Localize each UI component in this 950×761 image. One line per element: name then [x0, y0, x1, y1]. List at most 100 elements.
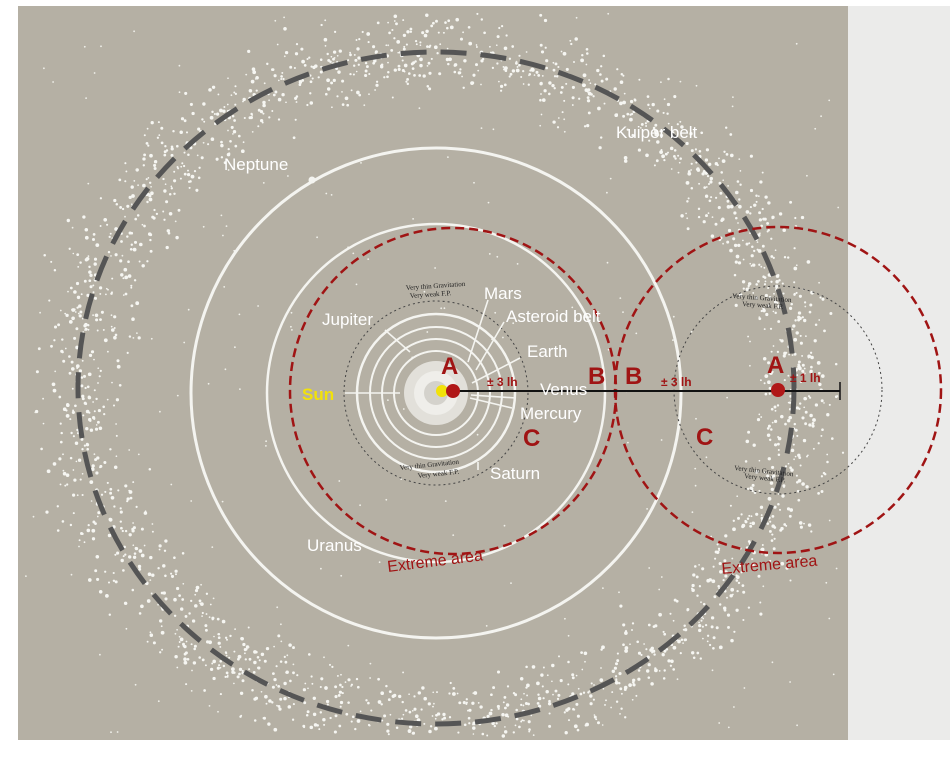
background-speck — [338, 480, 341, 482]
kuiper-dot — [597, 721, 600, 725]
kuiper-dot — [113, 315, 117, 319]
kuiper-dot — [292, 703, 295, 706]
kuiper-dot — [211, 85, 216, 89]
kuiper-dot — [319, 70, 323, 74]
kuiper-dot — [610, 706, 612, 709]
kuiper-dot — [149, 633, 154, 637]
kuiper-dot — [120, 240, 123, 243]
kuiper-dot — [556, 126, 560, 129]
kuiper-dot — [112, 404, 116, 407]
kuiper-dot — [257, 666, 261, 670]
kuiper-dot — [251, 67, 256, 71]
kuiper-dot — [446, 26, 449, 30]
kuiper-dot — [284, 660, 288, 664]
background-speck — [286, 654, 289, 657]
kuiper-dot — [278, 79, 280, 82]
kuiper-dot — [355, 70, 358, 73]
kuiper-dot — [95, 555, 100, 559]
kuiper-dot — [705, 214, 708, 218]
kuiper-dot — [505, 703, 510, 707]
background-speck — [762, 585, 765, 588]
kuiper-dot — [99, 197, 103, 200]
kuiper-dot — [759, 612, 763, 616]
kuiper-dot — [279, 660, 283, 663]
kuiper-dot — [670, 659, 674, 664]
kuiper-dot — [570, 42, 573, 46]
kuiper-dot — [785, 351, 788, 354]
kuiper-dot — [155, 212, 159, 216]
kuiper-dot — [772, 547, 776, 551]
kuiper-dot — [557, 65, 560, 69]
background-speck — [76, 494, 79, 497]
kuiper-dot — [187, 180, 191, 183]
kuiper-dot — [443, 716, 447, 720]
kuiper-dot — [702, 170, 706, 173]
background-speck — [137, 453, 140, 456]
kuiper-dot — [317, 76, 320, 79]
kuiper-dot — [115, 434, 118, 437]
kuiper-dot — [234, 85, 237, 88]
kuiper-dot — [761, 171, 764, 174]
kuiper-dot — [58, 395, 62, 399]
kuiper-dot — [795, 264, 798, 267]
kuiper-dot — [718, 587, 721, 590]
kuiper-dot — [747, 606, 751, 609]
kuiper-dot — [35, 370, 39, 374]
kuiper-dot — [78, 369, 83, 373]
kuiper-dot — [163, 549, 167, 552]
kuiper-dot — [586, 96, 590, 99]
kuiper-dot — [472, 73, 476, 77]
kuiper-dot — [735, 579, 739, 582]
kuiper-dot — [105, 287, 108, 290]
kuiper-dot — [659, 133, 664, 138]
kuiper-dot — [745, 242, 749, 246]
kuiper-dot — [331, 665, 334, 669]
kuiper-dot — [116, 359, 120, 363]
earth-label: Earth — [527, 342, 568, 361]
kuiper-dot — [326, 703, 329, 706]
kuiper-dot — [782, 292, 785, 295]
kuiper-dot — [234, 92, 237, 95]
kuiper-dot — [119, 259, 123, 263]
kuiper-dot — [767, 457, 771, 461]
kuiper-dot — [222, 109, 226, 113]
kuiper-dot — [95, 243, 100, 247]
kuiper-dot — [78, 539, 81, 542]
kuiper-dot — [160, 141, 164, 145]
kuiper-dot — [259, 110, 264, 114]
kuiper-dot — [401, 717, 404, 720]
kuiper-dot — [265, 702, 268, 705]
kuiper-dot — [367, 723, 371, 727]
kuiper-dot — [66, 483, 69, 486]
kuiper-dot — [640, 653, 643, 657]
kuiper-dot — [831, 437, 834, 440]
kuiper-dot — [706, 578, 711, 583]
kuiper-dot — [706, 640, 709, 643]
background-speck — [178, 64, 181, 67]
kuiper-dot — [138, 567, 142, 571]
kuiper-dot — [226, 675, 229, 678]
kuiper-dot — [164, 574, 167, 578]
kuiper-dot — [798, 294, 802, 298]
kuiper-dot — [341, 103, 345, 106]
kuiper-dot — [737, 516, 740, 520]
kuiper-dot — [170, 187, 173, 190]
kuiper-dot — [441, 718, 444, 721]
kuiper-dot — [89, 419, 92, 423]
background-speck — [136, 332, 138, 334]
kuiper-dot — [685, 181, 690, 185]
kuiper-dot — [503, 46, 508, 51]
kuiper-dot — [673, 149, 677, 152]
kuiper-dot — [475, 63, 478, 67]
kuiper-dot — [406, 78, 409, 81]
kuiper-dot — [260, 652, 265, 657]
kuiper-dot — [787, 256, 790, 259]
kuiper-dot — [726, 199, 730, 203]
kuiper-dot — [512, 731, 515, 734]
kuiper-dot — [219, 693, 222, 696]
kuiper-dot — [115, 398, 120, 402]
kuiper-dot — [536, 702, 540, 705]
kuiper-dot — [516, 65, 519, 68]
kuiper-dot — [821, 297, 825, 301]
kuiper-dot — [767, 424, 771, 428]
